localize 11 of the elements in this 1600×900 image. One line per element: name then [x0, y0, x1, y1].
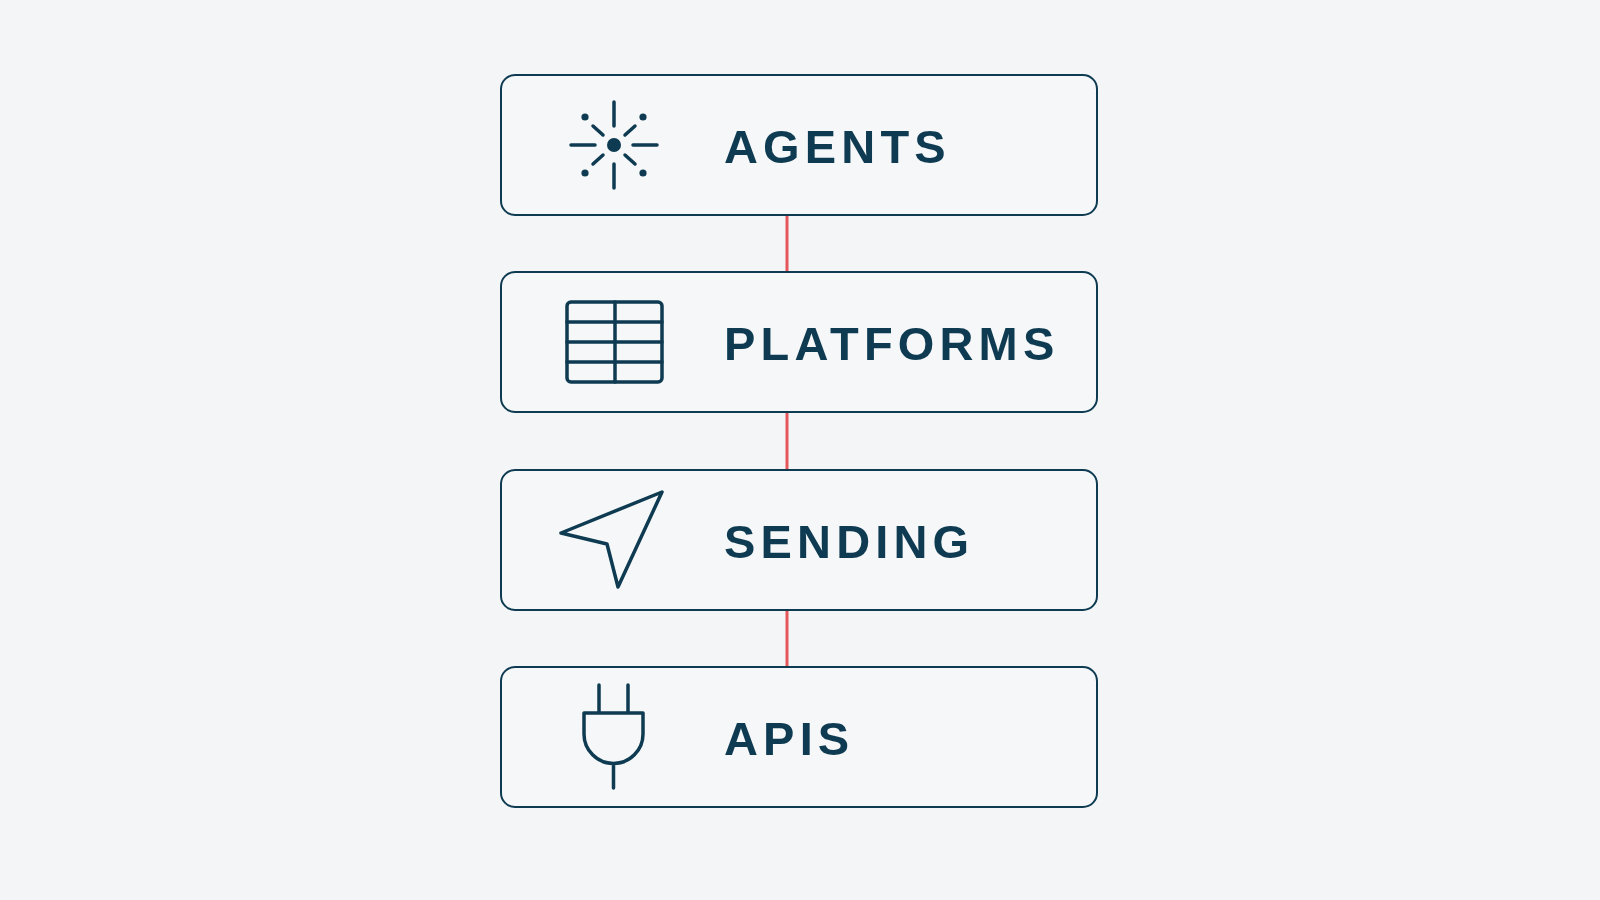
layer-box: [500, 271, 1098, 413]
connector-line: [785, 413, 789, 469]
layer-title: AGENTS: [724, 123, 951, 171]
layer-title: SENDING: [724, 518, 975, 566]
layer-box: [500, 666, 1098, 808]
layer-box: [500, 469, 1098, 611]
layer-title: APIS: [724, 715, 855, 763]
layer-box: [500, 74, 1098, 216]
connector-line: [785, 216, 789, 271]
connector-line: [785, 611, 789, 666]
layer-title: PLATFORMS: [724, 320, 1060, 368]
